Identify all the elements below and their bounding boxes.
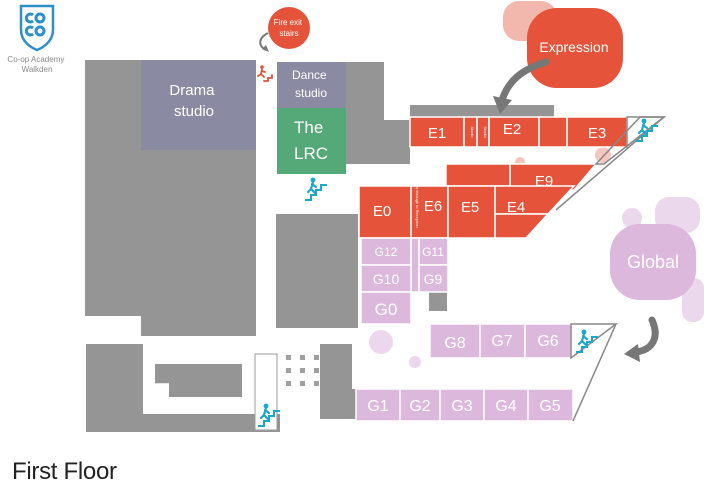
dance-label-line1: Dance (292, 68, 327, 82)
fire-exit-arrow-head (262, 45, 269, 52)
fire-exit-line1: Fire exit (274, 18, 303, 27)
g8-label: G8 (444, 335, 465, 352)
room-g5 (527, 388, 574, 422)
e5-label: E5 (461, 199, 479, 216)
room-g4 (483, 388, 529, 422)
svg-text:Drama studio: Drama studio (169, 82, 218, 120)
svg-text:Dance studio: Dance studio (292, 68, 330, 100)
g5-label: G5 (539, 398, 560, 415)
e2-label: E2 (503, 121, 521, 138)
logo-line1: Co-op Academy (7, 55, 64, 64)
room-e4-lower (494, 213, 550, 239)
stairwell-south (254, 353, 278, 431)
svg-text:Co-op Academy Walkden: Co-op Academy Walkden (7, 55, 66, 74)
stairs-icon-central (303, 176, 329, 202)
room-g6 (524, 323, 572, 359)
corridor-wedge-diagonal (594, 116, 667, 165)
svg-text:The LRC: The LRC (294, 118, 328, 163)
dance-label-line2: studio (295, 86, 327, 100)
g3-label: G3 (451, 398, 472, 415)
e4-label: E4 (507, 199, 525, 216)
corridor-edge-g (572, 323, 617, 422)
e6-label: E6 (424, 198, 442, 215)
room-e5-top (445, 163, 511, 187)
co-op-logo (19, 4, 55, 52)
drama-label-line2: studio (174, 103, 214, 120)
room-g9 (418, 264, 449, 293)
global-zone (355, 237, 574, 422)
expression-arrow-icon (498, 58, 550, 104)
floor-title: First Floor (12, 458, 117, 485)
room-lrc (277, 108, 346, 174)
expression-label: Expression (539, 39, 608, 55)
g6-label: G6 (537, 333, 558, 350)
g12-label: G12 (375, 245, 398, 259)
global-label: Global (627, 252, 679, 272)
g2-label: G2 (409, 398, 430, 415)
corridor-furniture (286, 355, 319, 386)
room-g8 (429, 323, 481, 359)
lrc-label-line1: The (294, 118, 323, 137)
studio-b-label: Studio (483, 126, 488, 138)
room-drama-studio (141, 60, 256, 150)
decor-blobs (369, 1, 704, 368)
e9-label: E9 (535, 173, 553, 190)
room-g1 (355, 388, 401, 422)
global-arrow-head (624, 344, 640, 362)
room-dance-studio (277, 62, 346, 108)
fire-exit-callout (268, 7, 310, 49)
e0-label: E0 (373, 203, 391, 220)
global-callout (610, 224, 696, 300)
access-way-label: Access way through to Reception (415, 168, 420, 227)
room-e1 (409, 116, 465, 148)
svg-text:Fire exit stairs: Fire exit stairs (274, 18, 305, 38)
expression-callout (527, 8, 623, 88)
g11-label: G11 (422, 245, 444, 259)
expression-arrow-head (493, 96, 512, 114)
drama-label-line1: Drama (169, 82, 215, 99)
g7-label: G7 (491, 333, 512, 350)
room-access-way (410, 237, 420, 293)
room-g0 (360, 291, 412, 325)
room-g7 (479, 323, 526, 359)
g9-label: G9 (424, 271, 443, 287)
g4-label: G4 (495, 398, 516, 415)
e3-label: E3 (588, 125, 606, 142)
e1-label: E1 (428, 125, 446, 142)
g10-label: G10 (373, 271, 400, 287)
logo-line2: Walkden (22, 65, 53, 74)
fire-exit-line2: stairs (279, 29, 298, 38)
global-arrow-icon (632, 316, 659, 356)
g0-label: G0 (375, 300, 398, 319)
fire-exit-icon (257, 65, 273, 82)
room-e3-block (538, 116, 568, 148)
g1-label: G1 (367, 398, 388, 415)
room-e5 (447, 185, 496, 239)
studio-a-label: Studio (470, 126, 475, 138)
lrc-label-line2: LRC (294, 144, 328, 163)
